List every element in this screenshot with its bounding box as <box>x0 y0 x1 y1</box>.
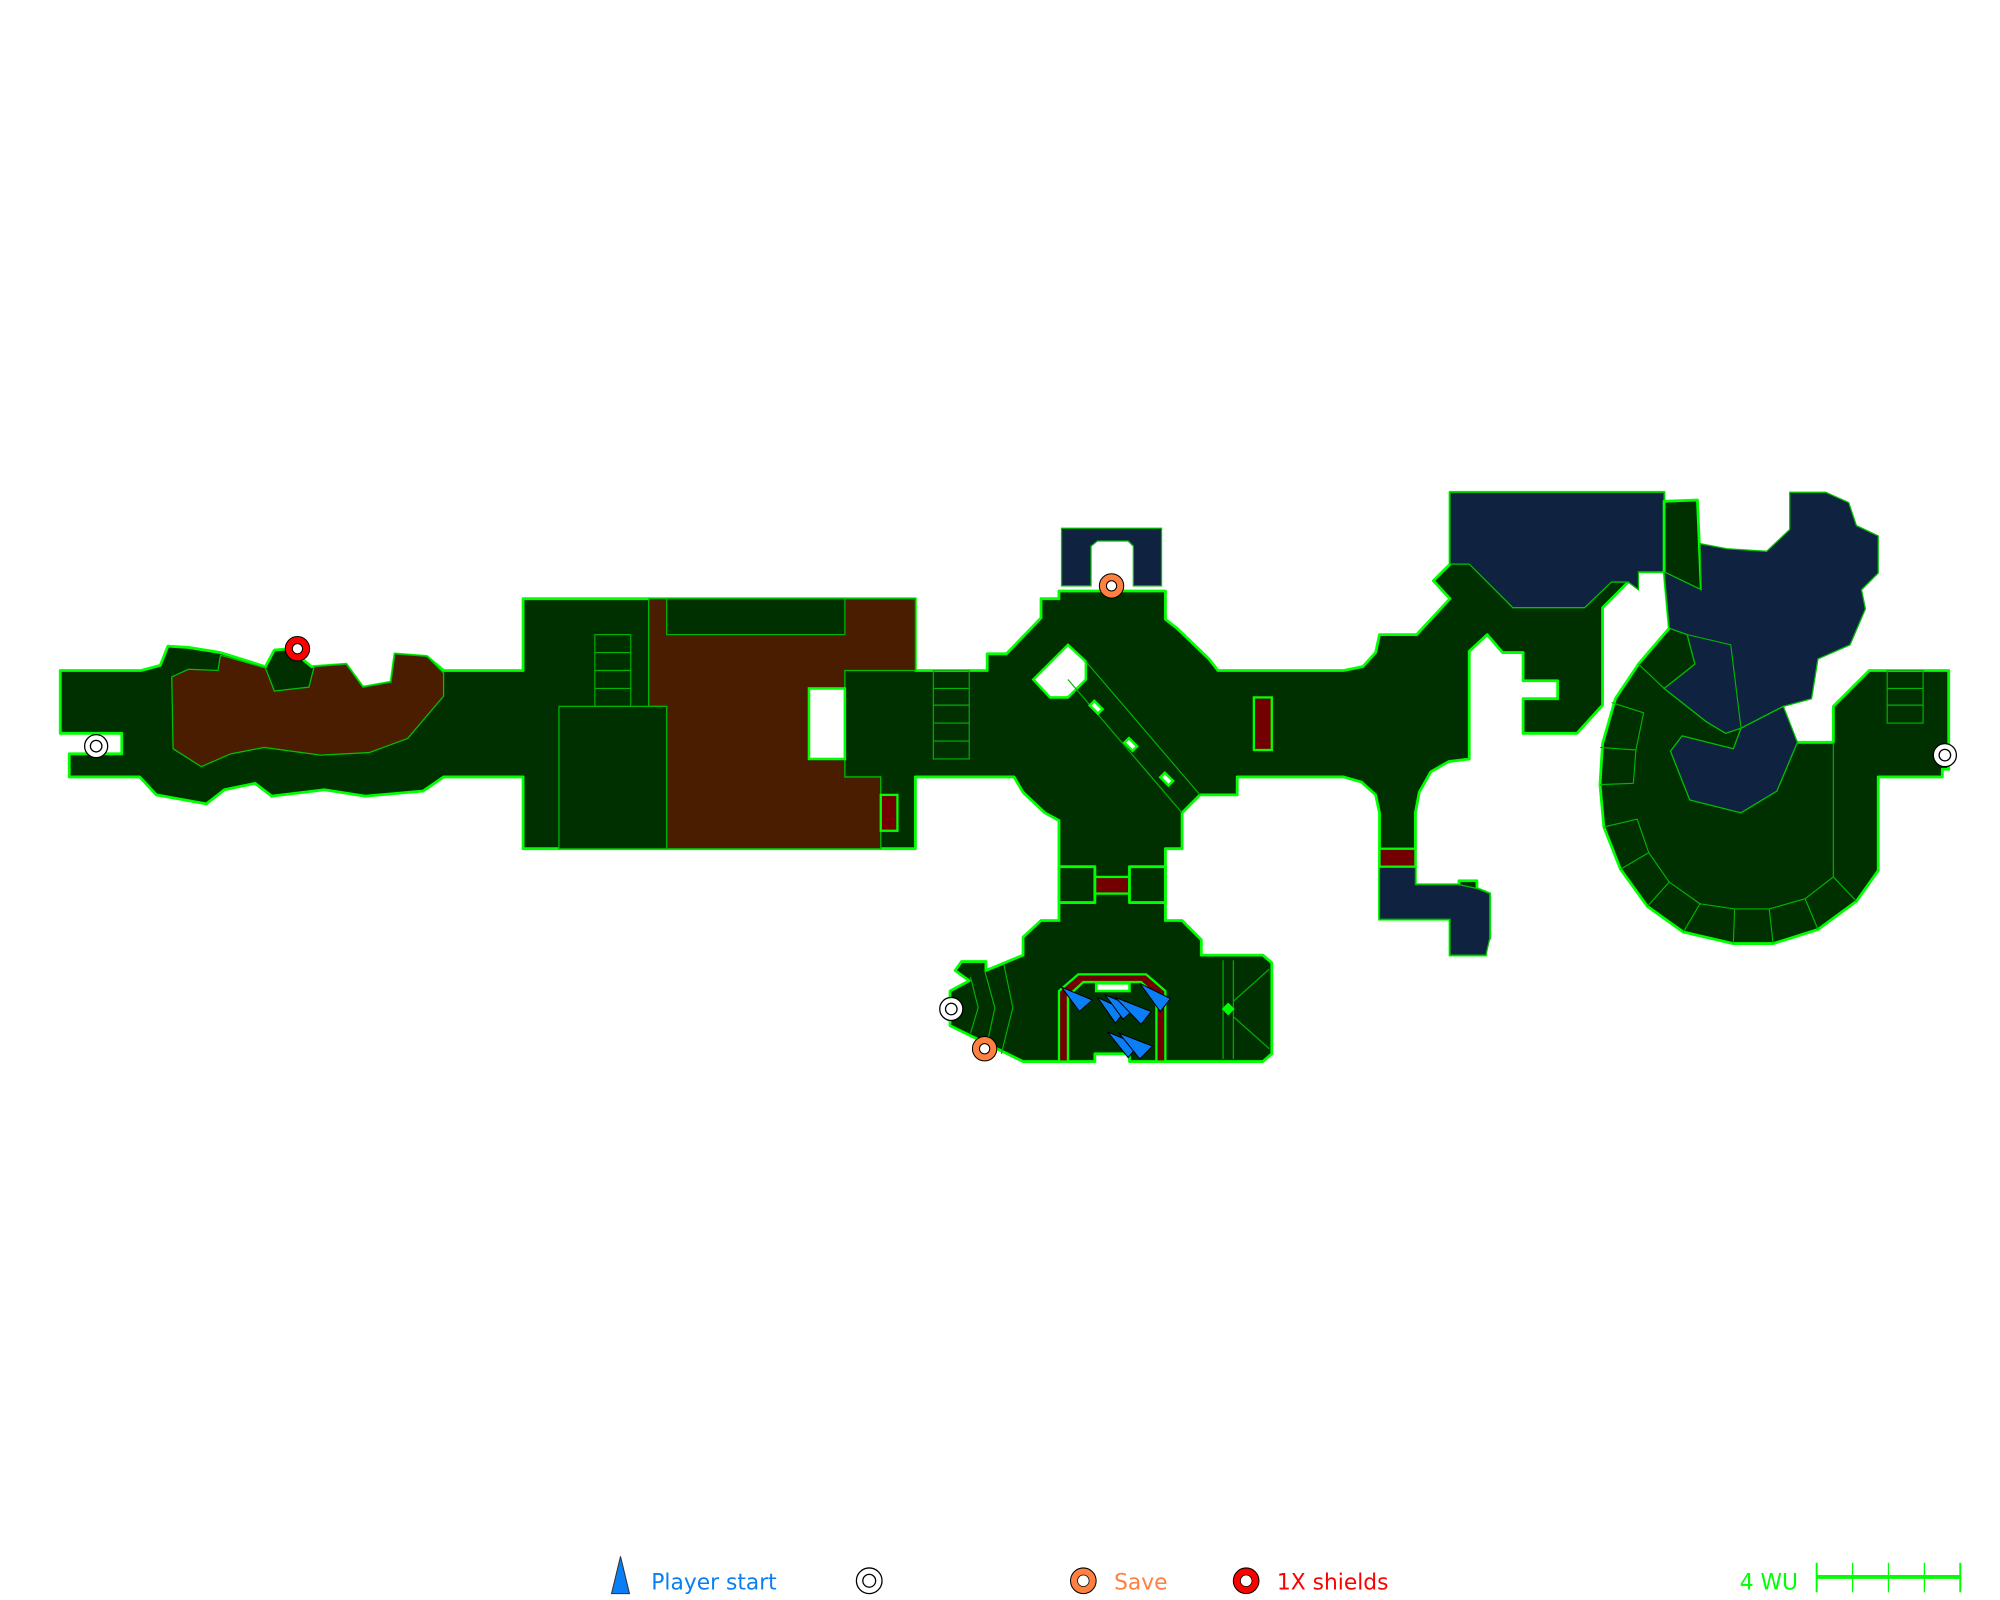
player-start-icon[interactable] <box>1117 1032 1154 1060</box>
player-start-legend-icon <box>610 1556 631 1595</box>
teleport-icon-inner <box>1938 748 1952 762</box>
stairs-west-gate <box>932 669 970 760</box>
save-icon-inner <box>1105 580 1118 592</box>
ramp-light <box>1122 736 1139 753</box>
player-start-icon[interactable] <box>1139 982 1172 1013</box>
save-icon-inner <box>978 1043 991 1055</box>
ramp-light <box>1158 770 1175 788</box>
east-wing-wall <box>1232 968 1270 1002</box>
water-room-top <box>1060 527 1163 587</box>
switch-diamond <box>1221 1002 1235 1016</box>
lava-cave <box>171 653 445 768</box>
scale-label: 4 WU <box>1740 1571 1798 1596</box>
player-start-icon[interactable] <box>1060 985 1094 1013</box>
scale-bar <box>1815 1562 1962 1593</box>
diagonal-ramp-edge <box>1085 661 1201 796</box>
player-start-markers <box>1060 982 1172 1060</box>
teleport-markers <box>83 733 1958 1022</box>
east-wing-wall <box>1232 1016 1270 1050</box>
shield-markers <box>284 636 311 662</box>
ring-segments-2 <box>1603 818 1650 870</box>
west-wing-wall <box>969 976 979 1034</box>
side-room-right <box>1128 865 1167 904</box>
teleport-legend-icon-inner <box>862 1573 877 1588</box>
teleport-icon-inner <box>944 1002 958 1016</box>
door-center-south <box>1093 875 1131 895</box>
save-legend-label: Save <box>1114 1571 1167 1596</box>
hall-lower-room <box>558 705 668 850</box>
map-geometry <box>58 490 1951 1063</box>
save-markers <box>971 573 1125 1062</box>
west-wing-wall <box>1000 963 1014 1054</box>
shield-recharger-icon-inner <box>291 643 304 655</box>
shields-legend-icon-inner <box>1240 1574 1253 1587</box>
player-start-legend-label: Player start <box>651 1571 777 1596</box>
player-start-icon[interactable] <box>1115 996 1153 1026</box>
start-room-notch <box>1094 982 1131 993</box>
ring-inner-walls <box>1638 633 1742 729</box>
door-east <box>1252 696 1273 752</box>
water-east-basin <box>1669 705 1799 814</box>
west-wing-wall <box>984 970 996 1044</box>
side-room-left <box>1057 865 1097 904</box>
shields-legend-label: 1X shields <box>1277 1571 1389 1596</box>
teleport-icon-inner <box>89 739 103 753</box>
hall-opening <box>807 687 847 761</box>
diagonal-ramp-edge <box>1067 679 1183 814</box>
door-south-corridor <box>1378 847 1417 868</box>
ramp-light <box>1087 699 1105 716</box>
save-legend-icon-inner <box>1077 1574 1090 1587</box>
stairs-east <box>1886 669 1924 724</box>
door-hall <box>879 793 899 832</box>
ring-inner-walls-2 <box>1599 702 1645 751</box>
map-markers <box>83 573 1958 1062</box>
ring-segments <box>1599 749 1637 786</box>
hall-upper-room <box>666 598 846 636</box>
legend: Player start Save 1X shields 4 WU <box>610 1556 1962 1596</box>
water-pool-south <box>1378 866 1491 956</box>
